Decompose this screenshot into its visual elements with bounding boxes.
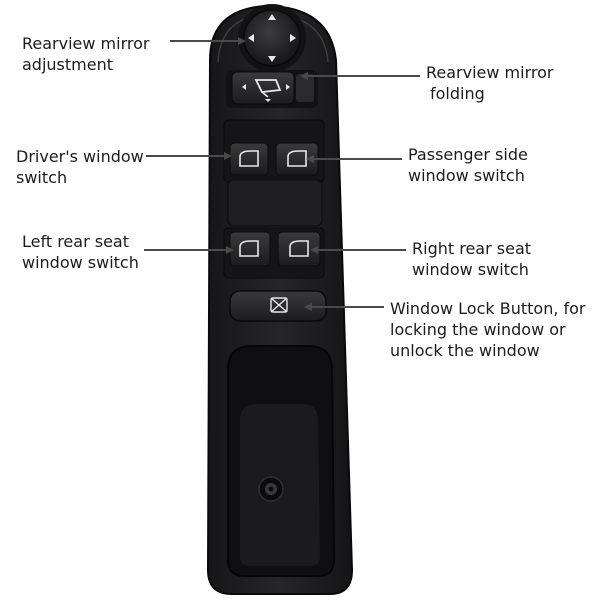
label-mirror-fold: Rearview mirror folding [426, 62, 553, 104]
mirror-joystick-icon[interactable] [238, 4, 306, 72]
label-left-rear: Left rear seat window switch [22, 231, 139, 273]
label-line: Rearview mirror [22, 34, 150, 53]
storage-tray [227, 345, 336, 577]
window-switch-icon [239, 240, 259, 257]
label-line: adjustment [22, 55, 113, 74]
bolt-icon [258, 476, 284, 502]
label-line: window switch [408, 166, 525, 185]
window-lock-icon [270, 297, 288, 313]
label-driver-window: Driver's window switch [16, 146, 144, 188]
label-line: Right rear seat [412, 239, 532, 258]
mirror-fold-button[interactable] [226, 70, 318, 108]
label-line: locking the window or [390, 320, 566, 339]
label-window-lock: Window Lock Button, for locking the wind… [390, 298, 586, 361]
label-line: Driver's window [16, 147, 144, 166]
mirror-fold-icon [242, 79, 290, 102]
leader-lines [144, 37, 420, 311]
label-line: Rearview mirror [426, 63, 554, 82]
left-rear-window-switch[interactable] [229, 231, 271, 267]
label-line: window switch [22, 253, 139, 272]
label-line: Window Lock Button, for [390, 299, 586, 318]
label-line: Left rear seat [22, 232, 129, 251]
label-right-rear: Right rear seat window switch [412, 238, 531, 280]
window-switch-icon [239, 150, 259, 167]
label-line: unlock the window [390, 341, 540, 360]
label-line: window switch [412, 260, 529, 279]
label-line: switch [16, 168, 68, 187]
label-mirror-adjust: Rearview mirror adjustment [22, 33, 149, 75]
window-switch-icon [287, 150, 307, 167]
label-passenger-window: Passenger side window switch [408, 144, 528, 186]
driver-window-switch[interactable] [229, 142, 269, 176]
window-switch-icon [289, 240, 309, 257]
label-line: Passenger side [408, 145, 528, 164]
label-line: folding [430, 84, 485, 103]
